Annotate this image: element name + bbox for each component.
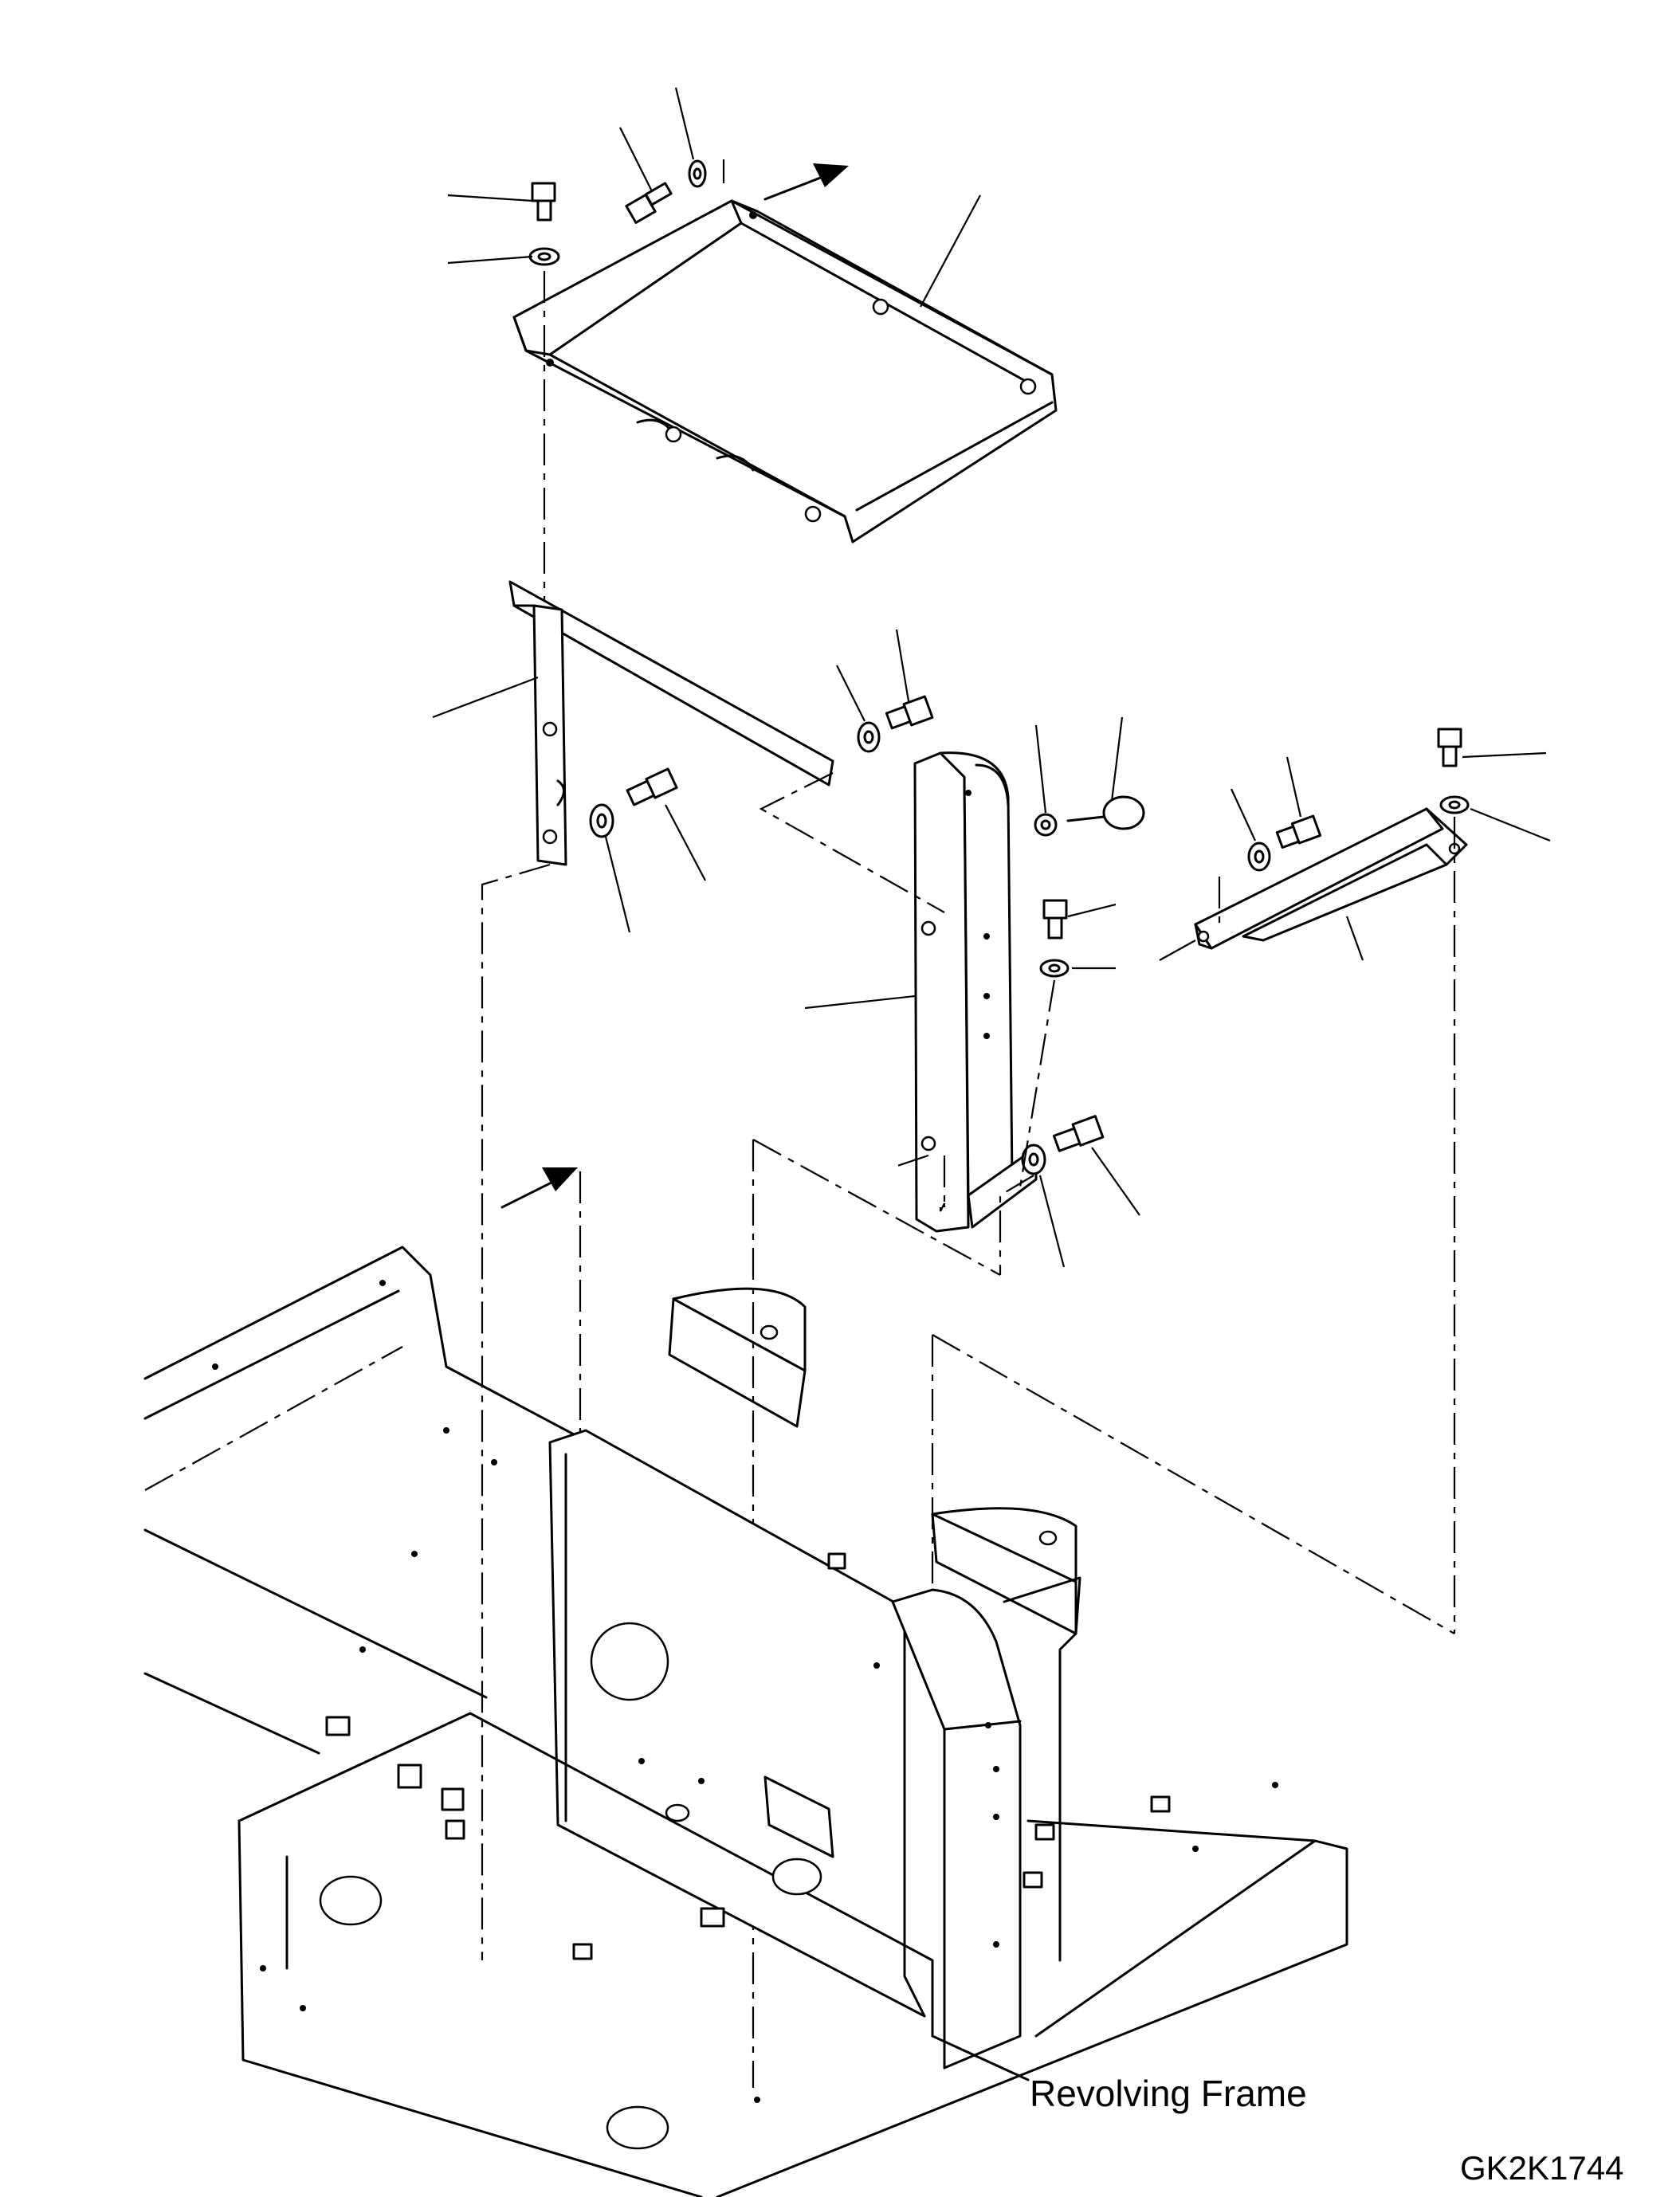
bolt-icon [625,182,673,224]
bolt-icon [1042,899,1068,940]
washer-icon [688,159,707,188]
washer-icon [857,721,881,753]
revolving-frame-label: Revolving Frame [1030,2073,1307,2114]
washer-icon [1247,842,1271,872]
left-bracket [508,580,834,866]
bolt-icon [1052,1115,1105,1152]
side-angle-bracket [1194,807,1468,950]
washer-icon [1439,795,1470,814]
right-upright-bracket [913,751,1038,1233]
bolt-icon [1437,728,1462,767]
bolt-icon [626,767,678,806]
washer-icon [528,247,560,266]
bolt-icon [531,182,556,222]
washer-icon [1021,1144,1046,1175]
bolt-icon [1275,814,1322,849]
top-cover-plate [512,199,1058,543]
washer-icon [1039,959,1070,978]
knob-icon [1066,795,1145,830]
arrow-icon [763,163,849,201]
arrow-icon [500,1167,578,1209]
washer-icon [1034,813,1058,837]
bolt-icon [885,695,934,730]
revolving-frame [143,1246,1348,2197]
drawing-code: GK2K1744 [1460,2149,1624,2187]
washer-icon [589,803,614,838]
